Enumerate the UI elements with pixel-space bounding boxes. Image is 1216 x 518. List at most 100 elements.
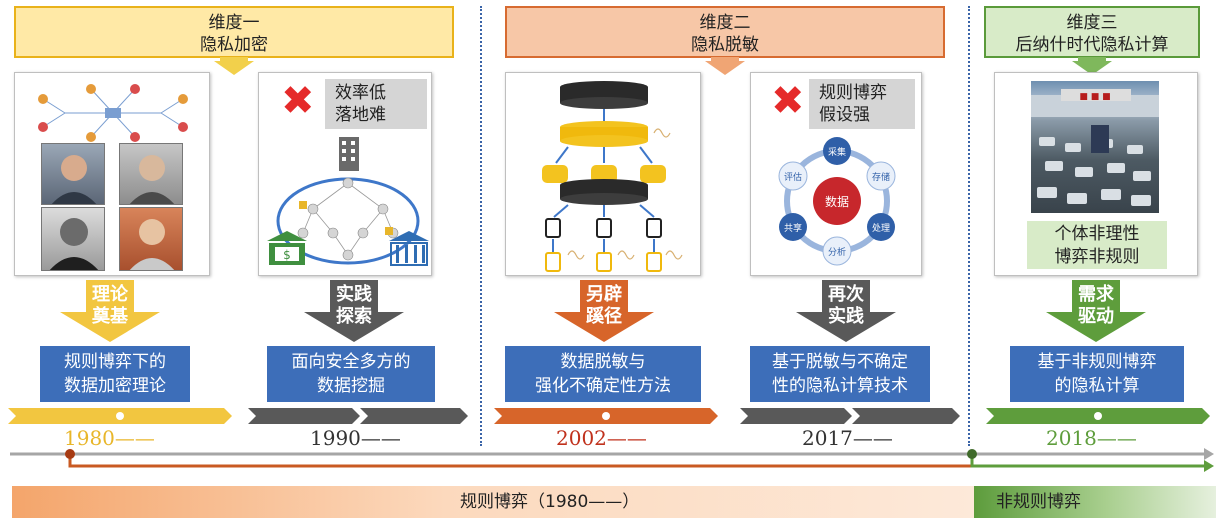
year-label-2017: 2017—— [802,426,893,450]
bank-icon-left: $ [267,231,307,265]
cycle-node-collect: 采集 [828,146,846,158]
x-mark-icon: ✖ [771,78,805,124]
transition-5-line-2: 驱动 [1078,306,1114,327]
transition-2-line-2: 探索 [336,306,372,327]
bank-icon-right [389,231,429,266]
era-ribbon-4a [740,408,852,424]
dimension-1-arrow [214,57,254,75]
transition-label-3: 另辟 蹊径 [554,284,654,328]
cycle-node-evaluate: 评估 [784,171,802,183]
transition-2-line-1: 实践 [336,284,372,305]
year-label-2002: 2002—— [556,426,647,450]
dimension-1-subtitle: 隐私加密 [200,35,268,55]
data-lifecycle-diagram: 数据 采集 存储 处理 分析 共享 评估 [778,137,896,266]
non-rule-game-era-bar [974,486,1216,518]
transition-3-line-2: 蹊径 [586,306,622,327]
transition-arrow-4 [796,280,896,342]
cycle-node-process: 处理 [872,222,890,234]
transition-4-line-1: 再次 [828,284,864,305]
issue-tag-line-1: 效率低 [335,83,386,103]
issue-tag: 规则博弈 假设强 [809,79,915,129]
transition-1-line-2: 奠基 [92,306,128,327]
transition-arrow-2 [304,280,404,342]
era-ribbon-2b [360,408,468,424]
divider-1 [480,6,482,446]
portrait-photo-4 [119,207,183,271]
x-mark-icon: ✖ [281,78,315,124]
transition-arrow-3 [554,280,654,342]
cycle-center-label: 数据 [825,194,849,209]
network-diagram-icon [38,84,188,142]
panel-crypto-theory [14,72,210,276]
era-ribbon-4b [852,408,960,424]
transition-4-line-2: 实践 [828,306,864,327]
panel-desensitization [505,72,701,276]
panel-data-mining: ✖ 效率低 落地难 $ [258,72,432,276]
era-ribbon-1 [8,408,232,424]
transition-label-1: 理论 奠基 [60,284,160,328]
dimension-3-arrow [1072,57,1112,75]
stage-2-line-1: 面向安全多方的 [291,352,411,372]
cycle-node-store: 存储 [872,171,890,183]
dimension-3-subtitle: 后纳什时代隐私计算 [1015,35,1169,55]
building-icon [339,137,359,171]
dimension-1-title: 维度一 [208,13,260,33]
dollar-symbol: $ [283,248,291,262]
stage-5-line-2: 的隐私计算 [1054,376,1140,396]
dimension-2-title: 维度二 [699,13,751,33]
transition-label-2: 实践 探索 [304,284,404,328]
stage-box-2: 面向安全多方的 数据挖掘 [267,346,435,402]
dimension-2-header: 维度二 隐私脱敏 [505,6,945,58]
non-rational-tag-line-2: 博弈非规则 [1054,247,1140,267]
transition-label-5: 需求 驱动 [1046,284,1146,328]
non-rational-tag: 个体非理性 博弈非规则 [1027,221,1167,269]
panel-non-rational: ■ ■ ■ 个体非理性 博弈非规则 [994,72,1198,276]
non-rational-tag-line-1: 个体非理性 [1054,224,1140,244]
stage-1-line-2: 数据加密理论 [64,376,166,396]
transition-arrow-1 [60,280,160,342]
issue-tag-line-2: 落地难 [335,105,386,125]
divider-2 [968,6,970,446]
dimension-2-subtitle: 隐私脱敏 [691,35,759,55]
stage-box-5: 基于非规则博弈 的隐私计算 [1010,346,1184,402]
network-mining-diagram [276,177,420,265]
svg-text:■ ■ ■: ■ ■ ■ [1079,92,1110,102]
cycle-center-node [813,177,861,225]
dimension-3-title: 维度三 [1066,13,1118,33]
era-ribbon-3 [494,408,718,424]
stage-box-4: 基于脱敏与不确定 性的隐私计算技术 [750,346,930,402]
portrait-photo-1 [41,143,105,205]
portrait-photo-2 [119,143,183,205]
issue-tag: 效率低 落地难 [325,79,427,129]
panel-privacy-cycle: ✖ 规则博弈 假设强 数据 采集 存储 处理 分析 共享 评估 [750,72,922,276]
transition-label-4: 再次 实践 [796,284,896,328]
stage-4-line-1: 基于脱敏与不确定 [772,352,908,372]
dimension-1-header: 维度一 隐私加密 [14,6,454,58]
rule-game-era-bar [12,486,974,518]
portrait-photo-3 [41,207,105,271]
era-ribbon-5 [986,408,1210,424]
cycle-node-share: 共享 [784,222,802,234]
year-label-1990: 1990—— [310,426,401,450]
stage-1-line-1: 规则博弈下的 [64,352,166,372]
dimension-3-header: 维度三 后纳什时代隐私计算 [984,6,1200,58]
era-ribbon-2a [248,408,360,424]
transition-arrow-5 [1046,280,1146,342]
issue-tag-line-1: 规则博弈 [819,83,887,103]
cycle-node-analyze: 分析 [828,246,846,258]
non-rule-game-era-label: 非规则博弈 [996,492,1081,512]
stage-box-3: 数据脱敏与 强化不确定性方法 [505,346,701,402]
data-pipeline-diagram [542,81,683,272]
stage-2-line-2: 数据挖掘 [317,376,385,396]
issue-tag-line-2: 假设强 [819,105,870,125]
dimension-2-arrow [705,57,745,75]
stage-5-line-1: 基于非规则博弈 [1037,352,1157,372]
year-label-1980: 1980—— [64,426,155,450]
transition-3-line-1: 另辟 [586,284,622,305]
stage-4-line-2: 性的隐私计算技术 [772,376,908,396]
stage-3-line-1: 数据脱敏与 [560,352,646,372]
timeline-axis [10,448,1214,472]
stage-box-1: 规则博弈下的 数据加密理论 [40,346,190,402]
traffic-jam-photo: ■ ■ ■ [1031,81,1159,213]
transition-1-line-1: 理论 [92,284,128,305]
